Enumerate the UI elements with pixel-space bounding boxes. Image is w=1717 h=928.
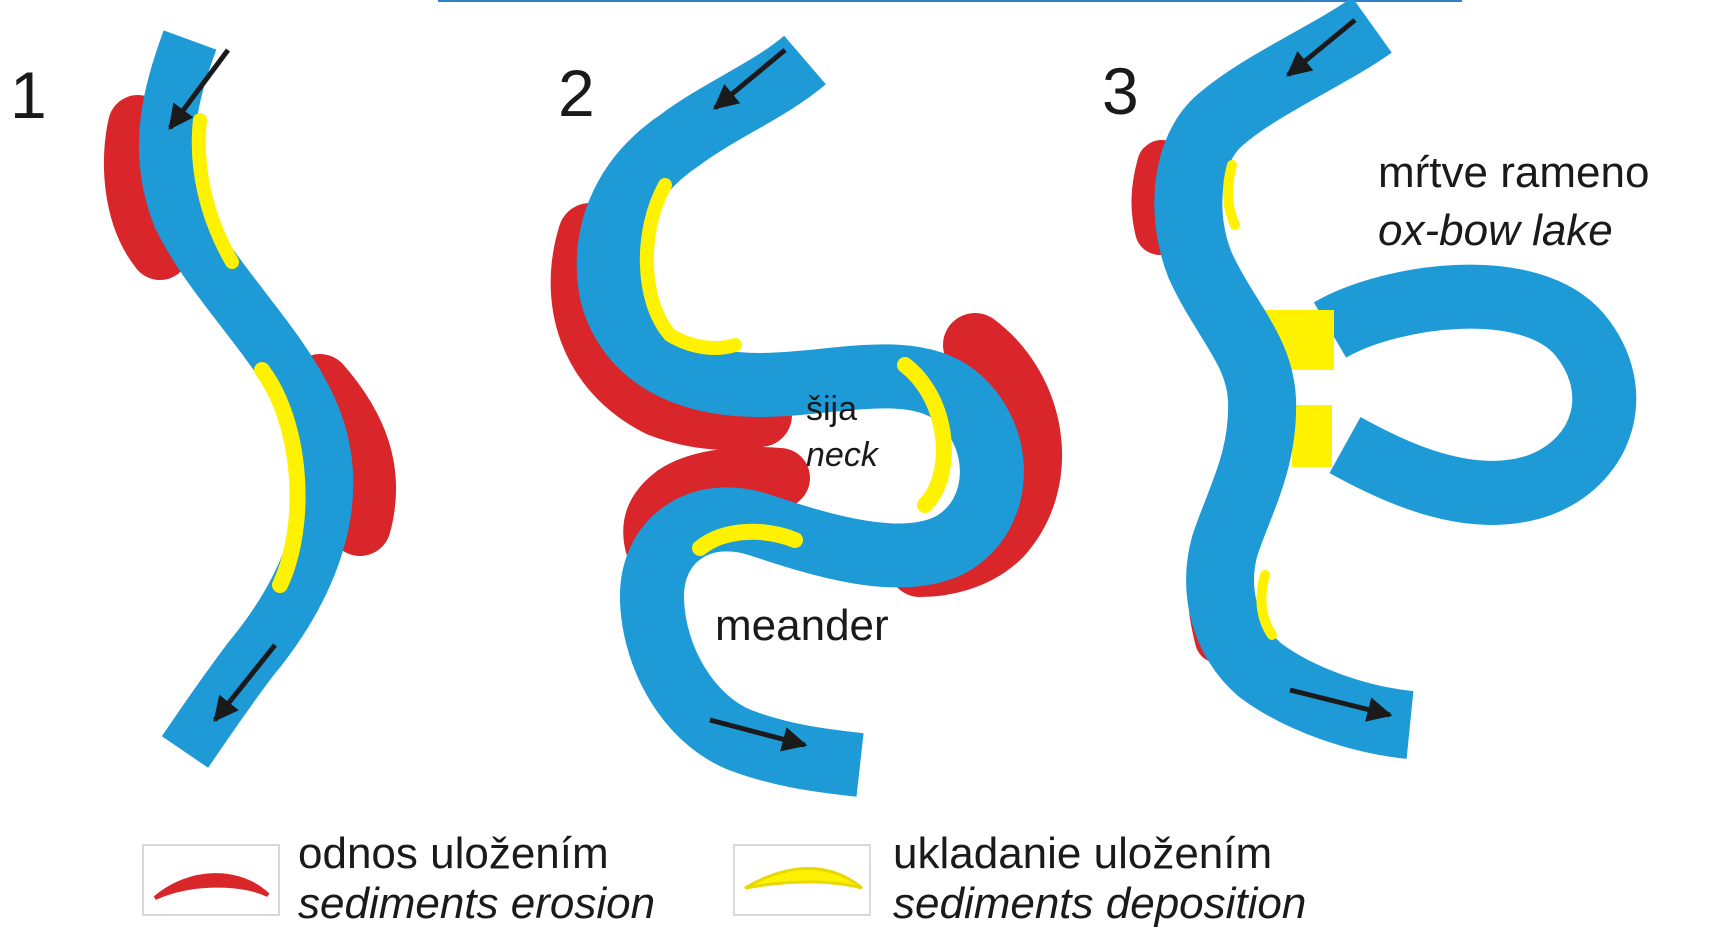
- deposition-bar: [647, 185, 735, 348]
- deposition-plug: [1292, 405, 1332, 467]
- oxbow-label-sk: mŕtve rameno: [1378, 148, 1649, 197]
- river-channel: [167, 40, 325, 752]
- legend-erosion-en: sediments erosion: [298, 879, 655, 928]
- oxbow-label-en: ox-bow lake: [1378, 206, 1613, 255]
- legend-deposition-sk: ukladanie uložením: [893, 829, 1272, 878]
- oxbow-lake: [1330, 297, 1604, 493]
- meander-label: meander: [715, 601, 889, 650]
- neck-label-en: neck: [806, 436, 880, 474]
- stage-number-3: 3: [1102, 54, 1139, 128]
- legend-deposition-en: sediments deposition: [893, 879, 1306, 928]
- legend-erosion-sk: odnos uložením: [298, 829, 609, 878]
- stage-1-river: [134, 40, 365, 752]
- deposition-bar: [1228, 165, 1235, 225]
- legend: odnos uložením sediments erosion ukladan…: [143, 829, 1306, 928]
- deposition-bar: [1261, 575, 1272, 635]
- river-channel: [1188, 25, 1410, 725]
- stage-number-2: 2: [558, 56, 595, 130]
- neck-label-sk: šija: [806, 390, 857, 428]
- stage-3-river: [1156, 20, 1604, 725]
- stage-number-1: 1: [10, 58, 47, 132]
